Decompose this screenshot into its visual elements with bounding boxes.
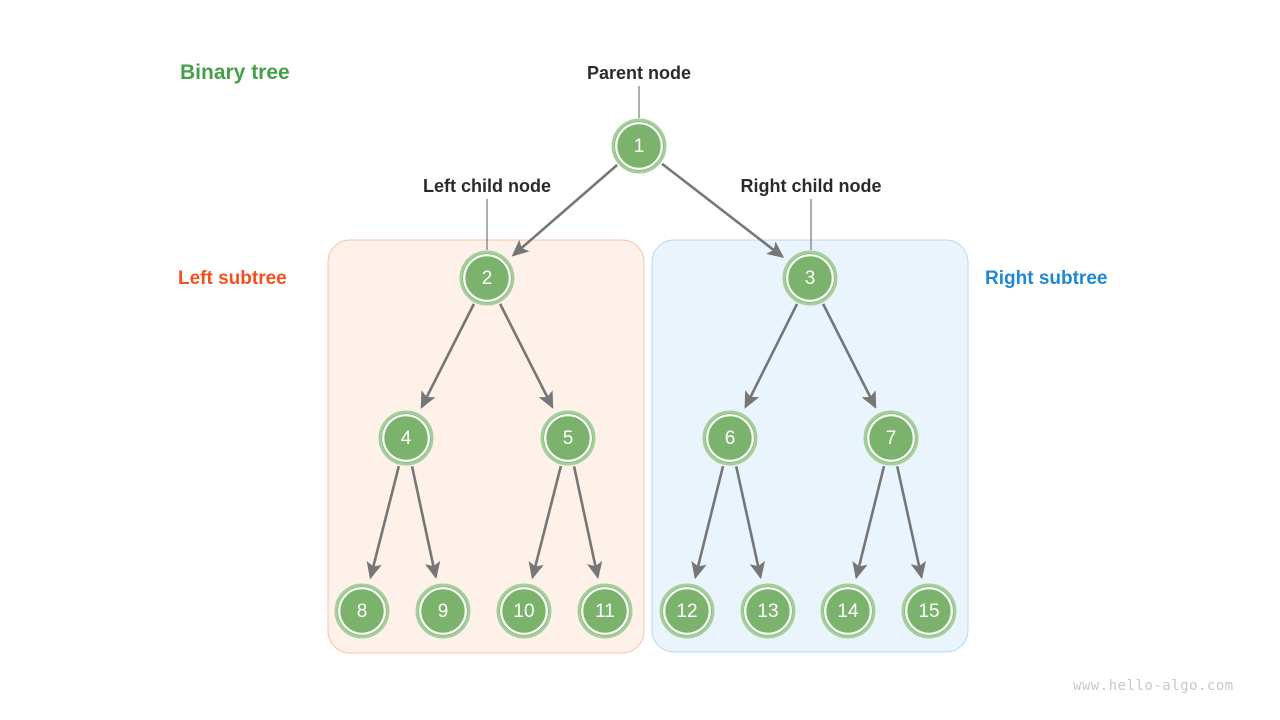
left-child-node-label: Left child node xyxy=(423,176,551,196)
right-subtree-label: Right subtree xyxy=(985,268,1108,289)
tree-edge xyxy=(528,465,563,580)
tree-node-10[interactable]: 10 xyxy=(496,583,552,639)
tree-node-9[interactable]: 9 xyxy=(415,583,471,639)
tree-edge xyxy=(498,303,554,409)
node-value: 3 xyxy=(805,268,816,289)
node-body xyxy=(466,257,508,299)
tree-node-1[interactable]: 1 xyxy=(611,118,667,174)
parent-node-label: Parent node xyxy=(586,63,692,83)
watermark: www.hello-algo.com xyxy=(1073,678,1234,694)
tree-edge xyxy=(572,466,603,580)
node-value: 11 xyxy=(595,601,615,622)
tree-edge xyxy=(744,303,799,409)
node-value: 6 xyxy=(725,428,736,449)
tree-node-14[interactable]: 14 xyxy=(820,583,876,639)
node-body xyxy=(908,590,950,632)
node-value: 2 xyxy=(482,268,493,289)
tree-edge xyxy=(821,303,877,409)
tree-edge xyxy=(895,466,926,580)
tree-node-13[interactable]: 13 xyxy=(740,583,796,639)
node-value: 15 xyxy=(918,601,939,622)
tree-node-4[interactable]: 4 xyxy=(378,410,434,466)
right-child-node-label: Right child node xyxy=(740,176,882,196)
node-body xyxy=(422,590,464,632)
node-body xyxy=(547,417,589,459)
tree-edge xyxy=(420,303,476,409)
node-body xyxy=(747,590,789,632)
page-title: Binary tree xyxy=(180,61,290,84)
node-body xyxy=(341,590,383,632)
left-subtree-box xyxy=(327,239,645,654)
node-body xyxy=(789,257,831,299)
node-value: 10 xyxy=(513,601,534,622)
annotation-pointers xyxy=(486,86,812,250)
tree-edge xyxy=(852,465,886,580)
node-body xyxy=(618,125,660,167)
node-body xyxy=(870,417,912,459)
tree-edge xyxy=(691,465,725,580)
node-body xyxy=(827,590,869,632)
subtree-boxes xyxy=(327,239,969,654)
node-value: 7 xyxy=(886,428,897,449)
tree-node-15[interactable]: 15 xyxy=(901,583,957,639)
tree-node-6[interactable]: 6 xyxy=(702,410,758,466)
tree-node-3[interactable]: 3 xyxy=(782,250,838,306)
node-body xyxy=(503,590,545,632)
node-body xyxy=(709,417,751,459)
tree-edge xyxy=(661,162,785,259)
node-body xyxy=(385,417,427,459)
node-value: 4 xyxy=(401,428,412,449)
node-value: 1 xyxy=(634,136,645,157)
node-value: 14 xyxy=(837,601,859,622)
node-value: 13 xyxy=(757,601,778,622)
node-value: 8 xyxy=(357,601,368,622)
tree-node-2[interactable]: 2 xyxy=(459,250,515,306)
tree-node-8[interactable]: 8 xyxy=(334,583,390,639)
tree-node-11[interactable]: 11 xyxy=(577,583,633,639)
node-value: 12 xyxy=(676,601,697,622)
tree-edge xyxy=(410,466,441,580)
tree-edges xyxy=(366,162,926,580)
tree-node-5[interactable]: 5 xyxy=(540,410,596,466)
tree-node-12[interactable]: 12 xyxy=(659,583,715,639)
tree-node-7[interactable]: 7 xyxy=(863,410,919,466)
right-subtree-box xyxy=(651,239,969,653)
node-body xyxy=(584,590,626,632)
node-value: 5 xyxy=(563,428,574,449)
node-body xyxy=(666,590,708,632)
left-subtree-label: Left subtree xyxy=(178,268,287,289)
tree-edge xyxy=(734,466,765,580)
node-value: 9 xyxy=(438,601,449,622)
tree-edge xyxy=(511,164,618,257)
tree-edge xyxy=(366,465,401,580)
